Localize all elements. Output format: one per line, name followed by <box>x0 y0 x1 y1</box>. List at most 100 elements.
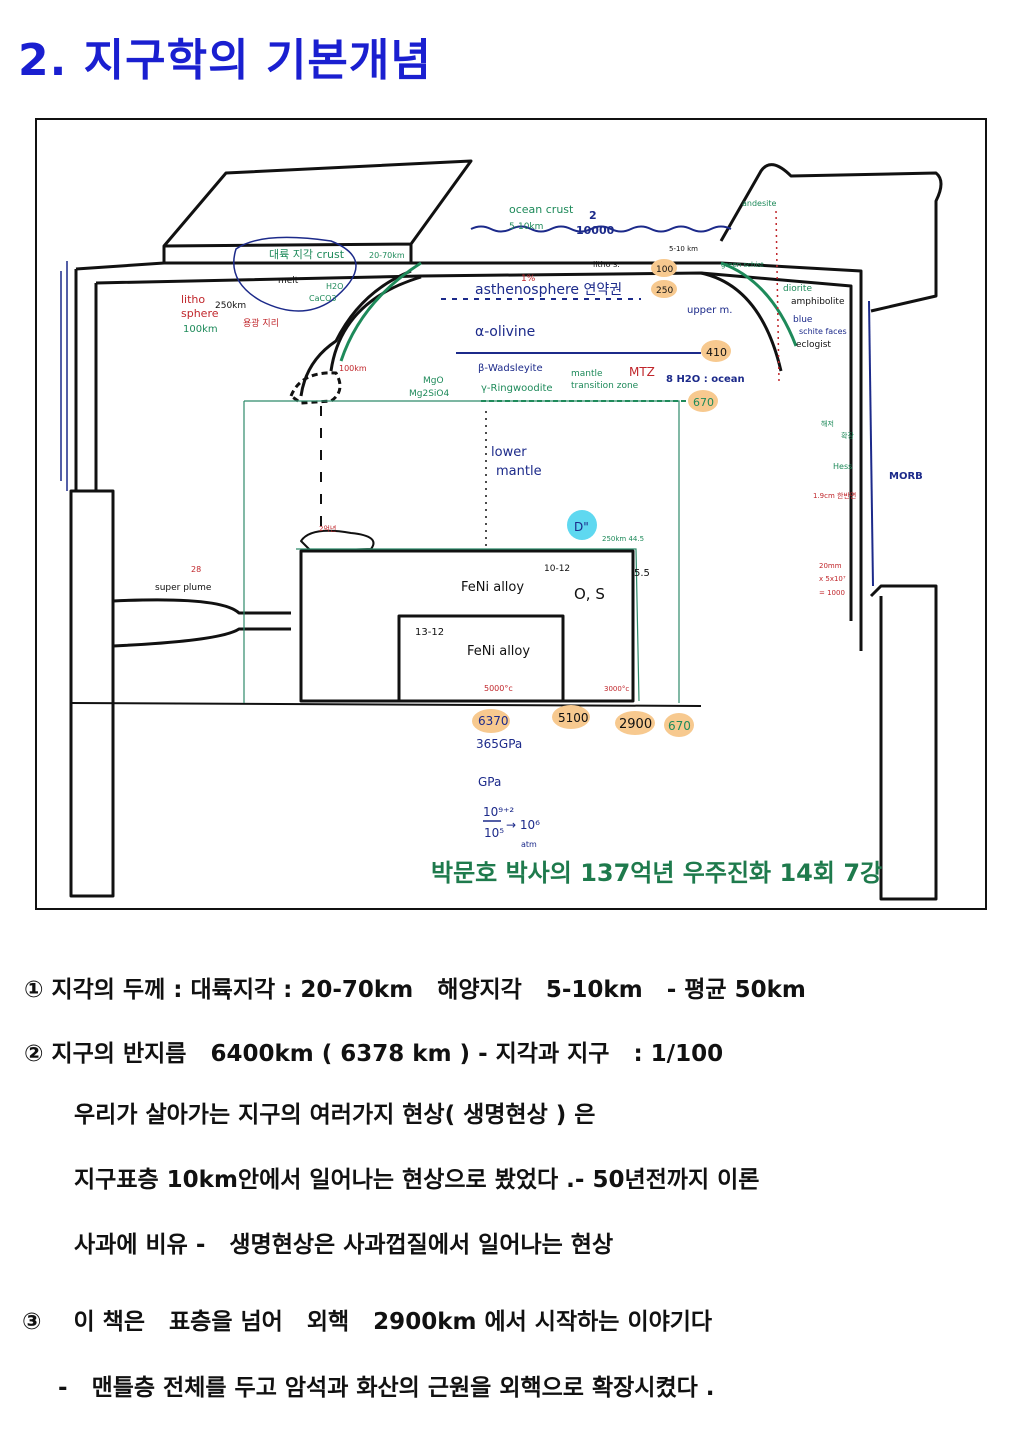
inner-core <box>397 614 565 701</box>
label-temp-cmb: 3000°c <box>604 685 629 693</box>
label-morb: MORB <box>889 471 923 482</box>
label-graveyard: 2억년 <box>319 524 336 533</box>
label-magma-chamber: 용광 지리 <box>243 317 279 329</box>
graveyard-blob <box>300 529 375 552</box>
label-mantle-lower: mantle <box>496 464 542 479</box>
label-gpa-eq-4: atm <box>521 840 537 849</box>
label-d-double-prime: D" <box>574 520 589 534</box>
slab-green-right <box>720 261 798 347</box>
slab-inner <box>299 269 412 397</box>
label-outer-core-light: O, S <box>574 585 605 603</box>
label-beta-wadsleyite: β-Wadsleyite <box>478 363 543 374</box>
lower-mantle-box <box>243 400 680 703</box>
label-andesite: andesite <box>742 199 777 208</box>
label-hwakjang: 확장 <box>841 431 854 440</box>
left-pillar <box>69 489 115 898</box>
slab-tip <box>289 371 342 405</box>
highlight-5100 <box>552 705 590 729</box>
label-continental-crust-thickness: 20-70km <box>369 251 405 260</box>
continent-block <box>162 159 473 263</box>
label-gpa-eq-3: → 10⁶ <box>506 818 540 832</box>
body-line-7: - 맨틀층 전체를 두고 암석과 화산의 근원을 외핵으로 확장시켰다 . <box>58 1375 715 1401</box>
label-depth-100: 100 <box>656 265 673 275</box>
label-outer-core-density: 10-12 <box>544 564 570 574</box>
label-hess: Hess <box>833 462 852 471</box>
label-inner-core-density: 13-12 <box>415 627 444 638</box>
label-eclogite: eclogist <box>796 340 831 350</box>
label-250km: 250km <box>215 301 246 311</box>
label-inner-core: FeNi alloy <box>467 644 530 659</box>
label-haeyang: 해저 <box>821 419 834 428</box>
label-temp-inner: 5000°c <box>484 684 513 693</box>
label-continental-crust: 대륙 지각 crust <box>269 248 345 261</box>
highlight-410 <box>701 340 731 362</box>
body-line-1: ① 지각의 두께 : 대륙지각 : 20-70km 해양지각 5-10km - … <box>24 977 806 1003</box>
highlight-250 <box>651 280 677 298</box>
label-ocean-crust: ocean crust <box>509 203 574 216</box>
label-sphere: sphere <box>181 307 219 320</box>
bottom-line <box>70 702 702 707</box>
label-depth-5100: 5100 <box>558 711 589 725</box>
label-ratio-num: 2 <box>589 209 597 222</box>
label-ocean-small: 5-10 km <box>669 245 698 253</box>
left-mantle-wall <box>74 269 98 491</box>
label-green-schist: green schist <box>721 261 764 269</box>
label-depth-670b: 670 <box>668 719 691 733</box>
label-spread-1: 20mm <box>819 562 842 570</box>
label-caco3: CaCO3 <box>309 294 336 303</box>
earth-cross-section-sketch: ocean crust 5-10km 2 10000 대륙 지각 crust 2… <box>60 159 943 901</box>
right-lower-block <box>869 584 938 901</box>
label-schist-facies: schite faces <box>799 327 847 336</box>
left-blue-wall <box>60 261 68 491</box>
label-superplume-num: 28 <box>191 565 201 574</box>
label-litho: litho <box>181 293 205 306</box>
highlight-670 <box>688 390 718 412</box>
label-gpa: GPa <box>478 775 501 789</box>
label-ridge-note: 1.9cm 한반면 <box>813 491 856 500</box>
body-line-5: 사과에 비유 - 생명현상은 사과껍질에서 일어나는 현상 <box>74 1232 614 1258</box>
label-asthenosphere: asthenosphere 연약권 <box>475 282 622 298</box>
body-line-6: ③ 이 책은 표층을 넘어 외핵 2900km 에서 시작하는 이야기다 <box>22 1309 713 1335</box>
label-mtz: MTZ <box>629 365 655 379</box>
label-amphibolite: amphibolite <box>791 297 845 307</box>
lecture-caption: 박문호 박사의 137억년 우주진화 14회 7강 <box>431 859 882 887</box>
label-blue-schist: blue <box>793 315 813 325</box>
cmb-green <box>296 548 640 702</box>
magma-chamber <box>233 236 357 312</box>
label-gamma-ringwoodite: γ-Ringwoodite <box>481 383 553 394</box>
label-melt: melt <box>278 276 299 286</box>
label-litho-depth: 100km <box>183 324 218 335</box>
earth-structure-diagram: ocean crust 5-10km 2 10000 대륙 지각 crust 2… <box>35 118 987 910</box>
label-depth-2900: 2900 <box>619 717 652 732</box>
super-plume <box>112 598 291 648</box>
page-title: 2. 지구학의 기본개념 <box>18 35 432 86</box>
label-super-plume: super plume <box>155 583 212 593</box>
label-mg2sio4: Mg2SiO4 <box>409 389 450 399</box>
highlight-d-double-prime <box>567 510 597 540</box>
label-spread-3: = 1000 <box>819 589 845 597</box>
label-litho-s: litho s. <box>593 260 620 269</box>
highlight-100 <box>651 259 677 277</box>
island-arc-block <box>719 163 943 313</box>
highlight-6370 <box>472 709 510 733</box>
body-line-2: ② 지구의 반지름 6400km ( 6378 km ) - 지각과 지구 : … <box>24 1041 724 1067</box>
label-mgo: MgO <box>423 376 444 386</box>
label-mantle: mantle <box>571 369 603 379</box>
label-lower: lower <box>491 445 527 460</box>
label-slab-width: 100km <box>339 364 367 373</box>
label-h2o: H2O <box>326 282 343 291</box>
label-water-ocean: 8 H2O : ocean <box>666 374 745 385</box>
label-outer-core: FeNi alloy <box>461 580 524 595</box>
trench-curve <box>700 271 783 372</box>
label-mantle-density: 5.5 <box>634 568 650 579</box>
depth-highlights <box>472 259 731 737</box>
label-alpha-olivine: α-olivine <box>475 324 535 340</box>
slab-green <box>339 261 422 362</box>
label-ratio-den: 10000 <box>576 224 615 237</box>
body-line-3: 우리가 살아가는 지구의 여러가지 현상( 생명현상 ) 은 <box>74 1102 596 1128</box>
slab-outer <box>329 275 422 372</box>
label-gpa-eq-1: 10⁹⁺² <box>483 805 514 819</box>
outer-core <box>299 549 635 703</box>
label-depth-670: 670 <box>693 396 714 409</box>
label-d-thickness: 250km 44.5 <box>602 535 644 543</box>
